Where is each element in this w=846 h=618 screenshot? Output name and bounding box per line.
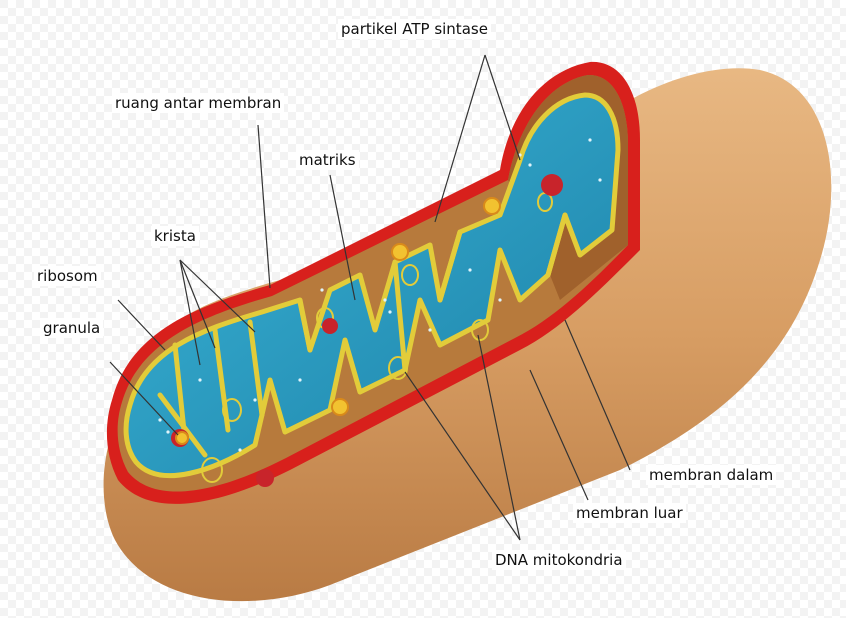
label-mitochondrial-dna: DNA mitokondria bbox=[492, 550, 626, 570]
label-inner-membrane: membran dalam bbox=[646, 465, 776, 485]
label-outer-membrane: membran luar bbox=[573, 503, 686, 523]
label-matrix: matriks bbox=[296, 150, 359, 170]
label-atp-synthase: partikel ATP sintase bbox=[338, 19, 491, 39]
label-intermembrane-space: ruang antar membran bbox=[112, 93, 284, 113]
label-ribosome: ribosom bbox=[34, 266, 101, 286]
label-cristae: krista bbox=[151, 226, 199, 246]
label-granule: granula bbox=[40, 318, 103, 338]
